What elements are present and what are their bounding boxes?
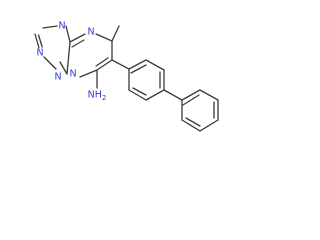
bond [163, 89, 183, 101]
bond [181, 119, 201, 132]
bond [42, 25, 58, 29]
atom-labels: N N N N N NH2 [36, 21, 106, 103]
bond [181, 89, 201, 101]
bond [69, 33, 86, 43]
atom-n-triazole-top: N [58, 21, 65, 32]
atom-n-pyrimidine-top: N [87, 27, 94, 38]
bond [199, 119, 219, 132]
bond [71, 39, 85, 48]
atom-amino-group: NH2 [88, 90, 107, 103]
bond [43, 56, 57, 70]
bond-lines [34, 25, 219, 132]
bond [66, 41, 71, 75]
bond [128, 89, 147, 101]
bond [130, 64, 147, 74]
bond [34, 33, 40, 49]
bond [132, 87, 147, 96]
bond [95, 57, 109, 67]
atom-n-triazole-bottom: N [54, 72, 61, 83]
bond [37, 34, 43, 48]
atom-n-triazole-left: N [36, 48, 43, 59]
bond [111, 59, 130, 70]
bond [145, 59, 165, 71]
bond [59, 61, 68, 75]
bond [95, 33, 113, 42]
bond [185, 117, 201, 127]
bond [79, 69, 98, 78]
bond [145, 89, 165, 101]
bond [199, 89, 219, 101]
bond [111, 25, 120, 42]
bond [96, 59, 113, 71]
bond [128, 59, 147, 70]
bond [182, 94, 200, 106]
atom-n-bridgehead: N [69, 69, 76, 80]
molecule-diagram: N N N N N NH2 [34, 21, 219, 132]
bond [65, 25, 71, 43]
